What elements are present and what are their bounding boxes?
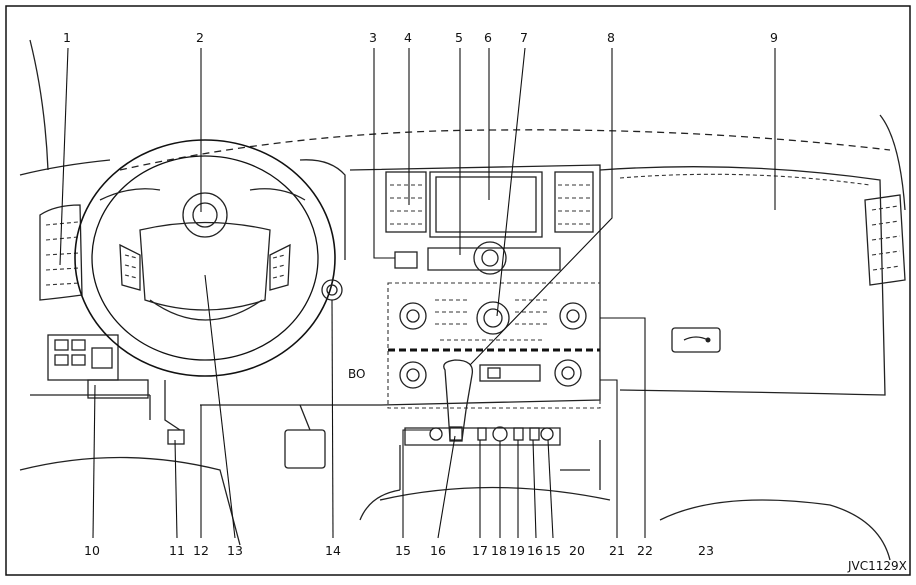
callout-label: 23 (698, 543, 714, 558)
small-mark: BO (348, 367, 365, 381)
callout-label: 12 (193, 543, 209, 558)
nav-controller-row (427, 241, 561, 275)
callout-label: 2 (196, 30, 204, 45)
callout-label: 14 (325, 543, 341, 558)
callout-label: 21 (609, 543, 625, 558)
center-console (359, 440, 611, 521)
steering-column (164, 380, 181, 431)
passenger-dash-panel (599, 166, 886, 396)
callout-label: 17 (472, 543, 488, 558)
climate-panel (399, 359, 582, 389)
passenger-seat (659, 499, 891, 561)
top-callout-labels: 1 2 3 4 5 6 7 8 9 (63, 30, 778, 45)
callout-label: 8 (607, 30, 615, 45)
lower-switch-panel (30, 334, 151, 420)
shift-lever (443, 359, 474, 441)
callout-label: 5 (455, 30, 463, 45)
cluster-hood-right (299, 159, 346, 260)
steering-wheel (74, 139, 336, 377)
audio-climate-outline (387, 282, 601, 409)
bottom-callout-labels: 10 11 12 13 14 15 16 17 18 19 16 15 20 2… (84, 543, 714, 558)
callout-label: 15 (545, 543, 561, 558)
dash-top-line (119, 129, 891, 171)
callout-label: 6 (484, 30, 492, 45)
callout-label: 3 (369, 30, 377, 45)
callout-label: 19 (509, 543, 525, 558)
callout-label: 9 (770, 30, 778, 45)
callout-label: 11 (169, 543, 185, 558)
callout-label: 1 (63, 30, 71, 45)
diagram-border (5, 5, 911, 576)
audio-panel (399, 299, 587, 341)
hood-release (167, 429, 185, 445)
brake-pedal (284, 404, 326, 469)
left-a-pillar (29, 39, 49, 171)
right-side-vent (864, 194, 906, 286)
right-a-pillar (879, 114, 906, 211)
top-leader-lines (59, 47, 776, 366)
dash-left-edge (19, 159, 111, 176)
callout-label: 16 (527, 543, 543, 558)
callout-label: 4 (404, 30, 412, 45)
callout-label: 18 (491, 543, 507, 558)
callout-label: 13 (227, 543, 243, 558)
bottom-leader-lines (92, 274, 646, 539)
image-code: JVC1129X (847, 559, 907, 573)
lower-console-switches (404, 426, 561, 446)
callout-label: 10 (84, 543, 100, 558)
glovebox-handle (671, 327, 721, 353)
hazard-switch (394, 251, 418, 269)
glovebox-line (619, 173, 871, 186)
driver-seat (19, 456, 241, 546)
callout-label: 7 (520, 30, 528, 45)
callout-label: 15 (395, 543, 411, 558)
center-right-vent (554, 171, 594, 233)
callout-label: 20 (569, 543, 585, 558)
center-left-vent (385, 171, 427, 233)
callout-label: 22 (637, 543, 653, 558)
callout-label: 16 (430, 543, 446, 558)
